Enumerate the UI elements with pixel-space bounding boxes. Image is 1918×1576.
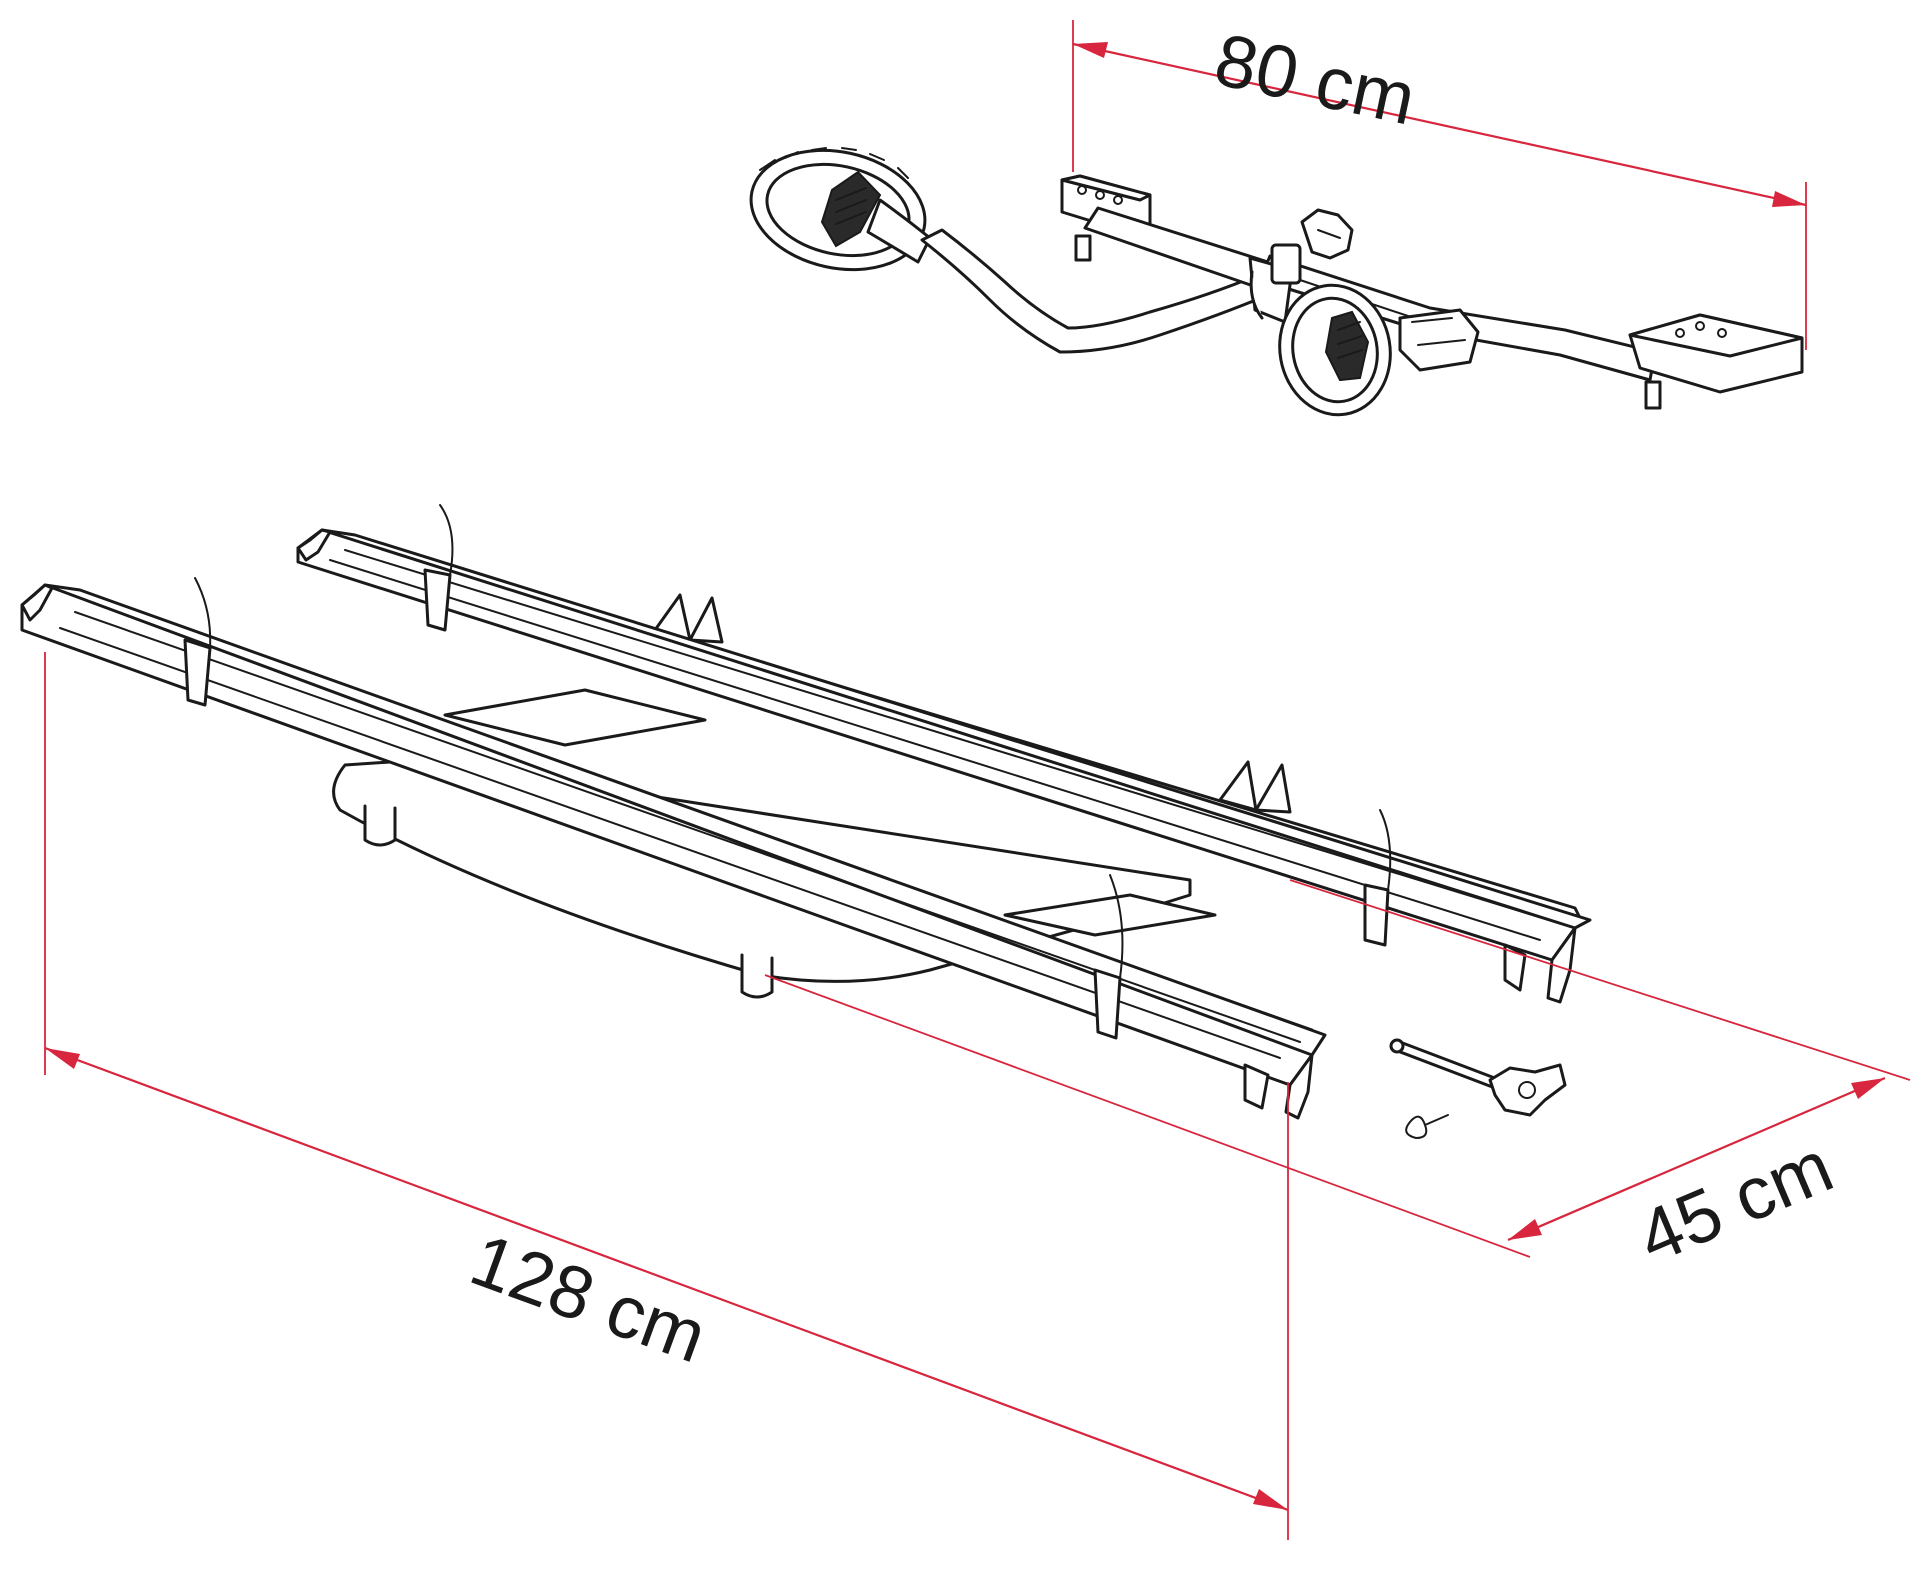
dimension-label-80: 80 cm [1208,18,1422,141]
arm-center-joint [1248,208,1354,324]
arm-left-clamp [749,147,932,272]
arm-right-clamp [1278,283,1480,417]
carrier-arm [749,147,1804,417]
dimension-label-45: 45 cm [1626,1124,1844,1279]
rail-assembly [20,504,1592,1140]
dimension-arm-width: 80 cm [1072,18,1807,350]
dimension-label-128: 128 cm [461,1218,717,1379]
rail-front [20,577,1327,1120]
rail-back [296,504,1592,1004]
arm-right-bracket [1628,313,1804,410]
knob-and-key [1389,1038,1567,1140]
